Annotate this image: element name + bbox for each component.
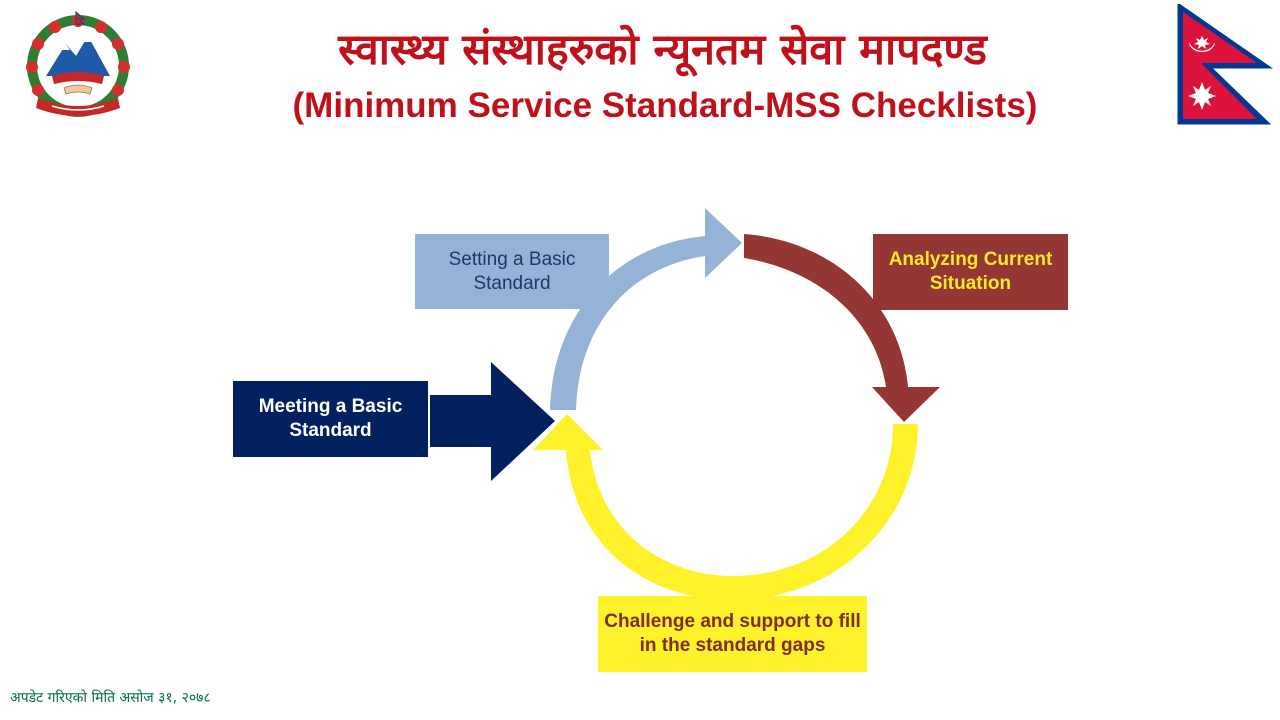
arc-setting: [550, 208, 742, 410]
arc-analyzing: [744, 234, 940, 422]
nepal-government-emblem-icon: [26, 10, 130, 117]
title-nepali: स्वास्थ्य संस्थाहरुको न्यूनतम सेवा मापदण…: [338, 25, 987, 75]
analyzing-situation-label: Analyzing Current Situation: [888, 249, 1053, 294]
challenge-support-label: Challenge and support to fill in the sta…: [604, 611, 861, 656]
arc-challenge: [533, 414, 918, 600]
arrow-meeting: [430, 362, 555, 481]
updated-date-text: अपडेट गरिएको मिति असोज ३१, २०७८: [10, 690, 211, 706]
challenge-support-box: Challenge and support to fill in the sta…: [598, 596, 867, 672]
analyzing-situation-box: Analyzing Current Situation: [873, 234, 1068, 310]
setting-standard-box: Setting a Basic Standard: [415, 234, 609, 309]
title-english: (Minimum Service Standard-MSS Checklists…: [292, 86, 1038, 125]
nepal-flag-icon: [1177, 4, 1273, 125]
setting-standard-label: Setting a Basic Standard: [448, 248, 576, 294]
meeting-standard-label: Meeting a Basic Standard: [258, 396, 403, 441]
meeting-standard-box: Meeting a Basic Standard: [233, 381, 428, 457]
